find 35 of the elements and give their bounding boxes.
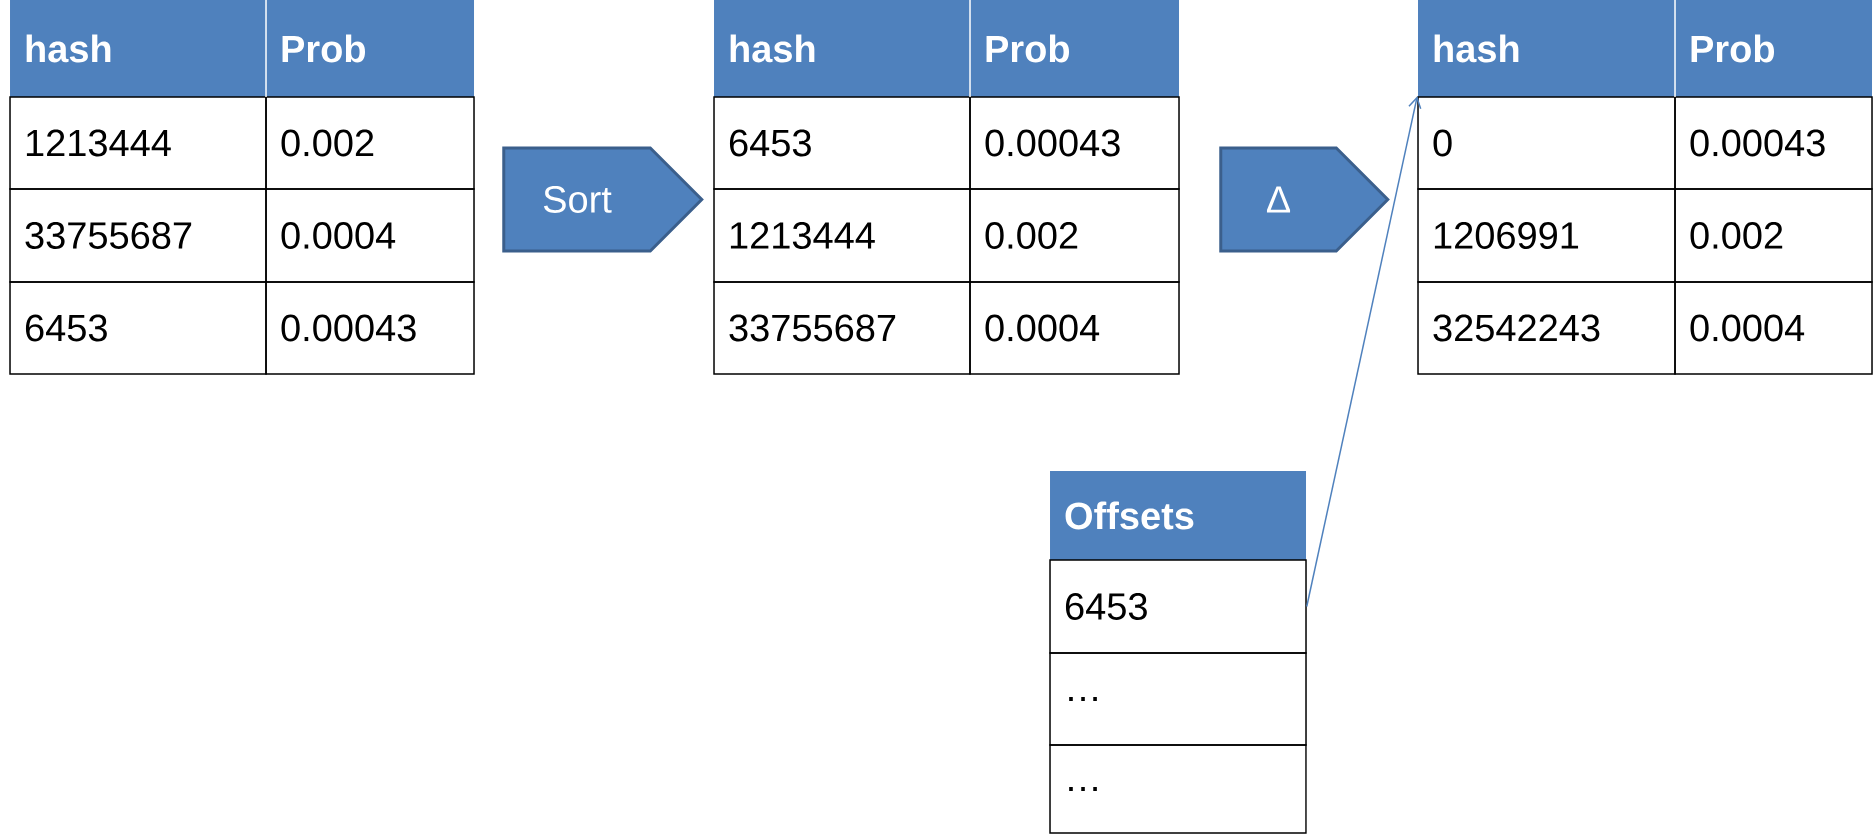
node-label: Prob <box>1691 34 1775 63</box>
table-cell: 6453 <box>713 96 971 190</box>
table-cell: … <box>1049 652 1307 746</box>
table-cell: 0.00043 <box>265 281 475 375</box>
header-cell: hash <box>714 0 970 97</box>
header-cell: Prob <box>1675 0 1872 97</box>
table-cell: 1206991 <box>1417 188 1676 283</box>
header-cell: hash <box>1418 0 1675 97</box>
table-cell: … <box>1049 744 1307 834</box>
table-cell: 6453 <box>9 281 267 375</box>
node-label: hash <box>1434 34 1519 63</box>
table-cell: 1213444 <box>713 188 971 283</box>
table-cell: 0.00043 <box>1674 96 1873 190</box>
table-cell: 0.002 <box>1674 188 1873 283</box>
table-cell: 0.0004 <box>265 188 475 283</box>
table-cell: 0.0004 <box>969 281 1180 375</box>
table-cell: 0.002 <box>969 188 1180 283</box>
table-cell: 33755687 <box>713 281 971 375</box>
table-cell: 6453 <box>1049 559 1307 654</box>
table-cell: 0.00043 <box>969 96 1180 190</box>
header-cell: hash <box>10 0 266 97</box>
header-cell: Prob <box>266 0 474 97</box>
node-label: hash <box>26 34 111 63</box>
table-cell: 33755687 <box>9 188 267 283</box>
table-cell: 0 <box>1417 96 1676 190</box>
node-label: hash <box>730 34 815 63</box>
table-cell: 0.002 <box>265 96 475 190</box>
node-label: Prob <box>986 34 1070 63</box>
header-cell: Offsets <box>1050 471 1306 560</box>
node-label: Prob <box>282 34 366 63</box>
table-cell: 1213444 <box>9 96 267 190</box>
header-cell: Prob <box>970 0 1179 97</box>
arrow <box>1306 96 1422 608</box>
table-cell: 32542243 <box>1417 281 1676 375</box>
table-cell: 0.0004 <box>1674 281 1873 375</box>
